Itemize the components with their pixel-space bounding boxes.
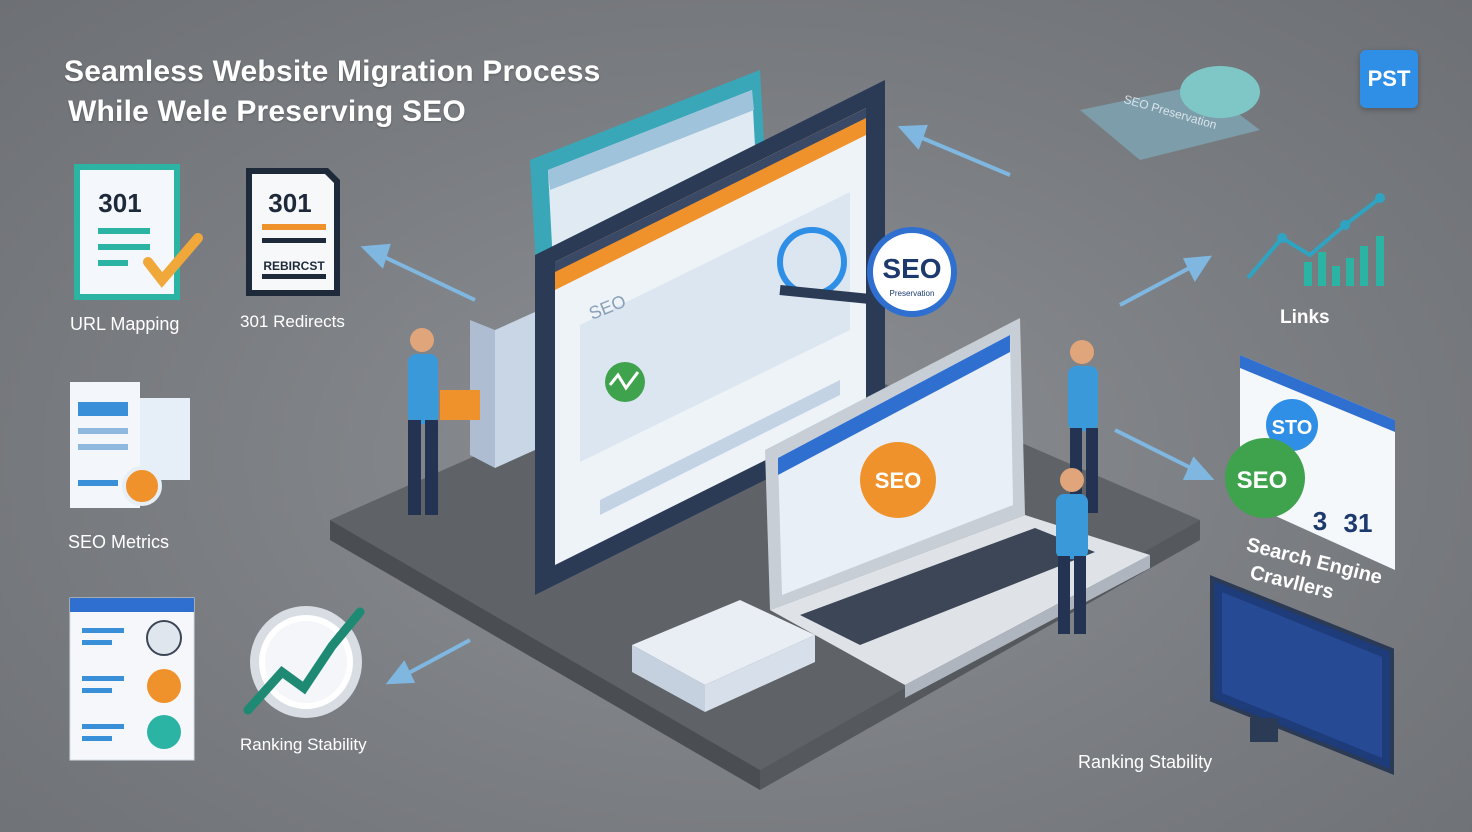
title-line-1: Seamless Website Migration Process — [64, 55, 601, 88]
crawler-window — [1225, 355, 1395, 570]
redirect-doc — [246, 168, 340, 296]
seo-badge — [867, 227, 957, 317]
url-mapping-code: 301 — [98, 188, 141, 218]
seo-badge-text: SEO — [882, 253, 941, 284]
server-rack — [470, 312, 535, 468]
flow-arrows — [360, 124, 1215, 685]
crawler-circle-1-text: STO — [1272, 417, 1313, 439]
laptop — [765, 318, 1150, 698]
main-monitor — [535, 80, 885, 595]
cloud-server — [1080, 66, 1260, 160]
url-mapping-doc — [74, 164, 203, 300]
links-chart — [1246, 193, 1385, 286]
ranking-gauge — [243, 606, 365, 718]
code-monitor — [1210, 575, 1394, 775]
redirect-code: 301 — [268, 188, 311, 218]
page-title: Seamless Website Migration Process While… — [64, 52, 600, 132]
seo-metrics-doc — [70, 382, 190, 508]
redirects-label: 301 Redirects — [240, 312, 345, 331]
url-mapping-label: URL Mapping — [70, 314, 180, 334]
ranking-stability-right-label: Ranking Stability — [1078, 752, 1213, 772]
magnifier-icon — [777, 227, 881, 305]
checklist-window — [69, 597, 195, 761]
brand-badge[interactable]: PST — [1360, 50, 1418, 108]
links-label: Links — [1280, 307, 1330, 328]
crawler-num-2: 31 — [1344, 508, 1373, 538]
redirect-doc-text: REBIRCST — [263, 259, 325, 273]
person-right-bottom — [1056, 468, 1088, 634]
laptop-badge-text: SEO — [875, 468, 921, 493]
paper-stack — [632, 600, 815, 712]
title-line-2: While Wele Preserving SEO — [68, 95, 466, 128]
crawler-circle-2-text: SEO — [1237, 467, 1288, 494]
seo-badge-subtext: Preservation — [890, 289, 935, 298]
seo-metrics-label: SEO Metrics — [68, 532, 170, 552]
ranking-stability-left-label: Ranking Stability — [240, 735, 367, 754]
crawler-num-1: 3 — [1313, 506, 1327, 536]
person-left — [408, 328, 480, 515]
